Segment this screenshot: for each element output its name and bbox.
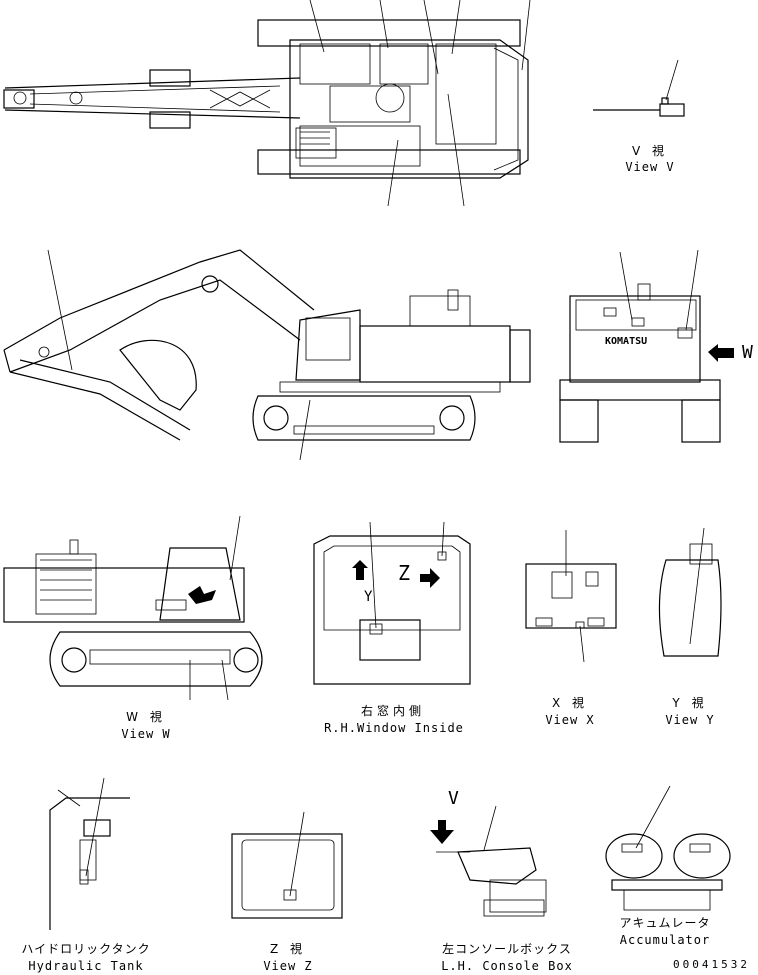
view-x-label-en: View X	[545, 713, 595, 727]
document-number: 00041532	[673, 958, 750, 971]
view-z-label-en: View Z	[263, 959, 313, 973]
view-w-label-en: View W	[121, 727, 171, 741]
console-box-label-en: L.H. Console Box	[441, 959, 573, 973]
view-z-drawing	[231, 811, 343, 919]
view-v-detail	[593, 59, 685, 117]
hydraulic-tank-label-jp: ハイドロリックタンク	[21, 942, 151, 956]
marker-y: Y	[364, 589, 374, 605]
accumulator-label-jp: アキュムレータ	[619, 916, 711, 930]
view-y-label-jp: Y 視	[672, 696, 708, 710]
brand-logo: KOMATSU	[605, 336, 648, 347]
view-w-drawing	[3, 515, 263, 701]
view-x-drawing	[525, 530, 617, 663]
view-z-label-jp: Z 視	[269, 942, 307, 956]
console-box-label-jp: 左コンソールボックス	[442, 942, 572, 956]
accumulator-drawing	[605, 785, 731, 911]
hydraulic-tank-drawing	[49, 777, 130, 930]
view-y-label-en: View Y	[665, 713, 715, 727]
hydraulic-tank-label-en: Hydraulic Tank	[28, 959, 144, 973]
view-v-label-en: View V	[625, 160, 675, 174]
rh-window-label-jp: 右窓内側	[360, 704, 425, 718]
marker-w: W	[742, 342, 754, 363]
view-v-label-jp: V 視	[631, 144, 669, 158]
marker-v: V	[448, 788, 460, 809]
top-view-excavator	[3, 0, 531, 207]
lh-console-box-drawing	[430, 805, 547, 917]
rh-window-label-en: R.H.Window Inside	[324, 721, 464, 735]
view-y-drawing	[658, 527, 722, 657]
rear-view-excavator	[559, 249, 734, 443]
side-view-excavator	[3, 249, 531, 461]
marker-z: Z	[398, 561, 412, 585]
rh-window-inside-drawing	[313, 521, 471, 685]
accumulator-label-en: Accumulator	[619, 933, 711, 947]
view-w-label-jp: W 視	[126, 710, 166, 724]
view-x-label-jp: X 視	[551, 696, 589, 710]
